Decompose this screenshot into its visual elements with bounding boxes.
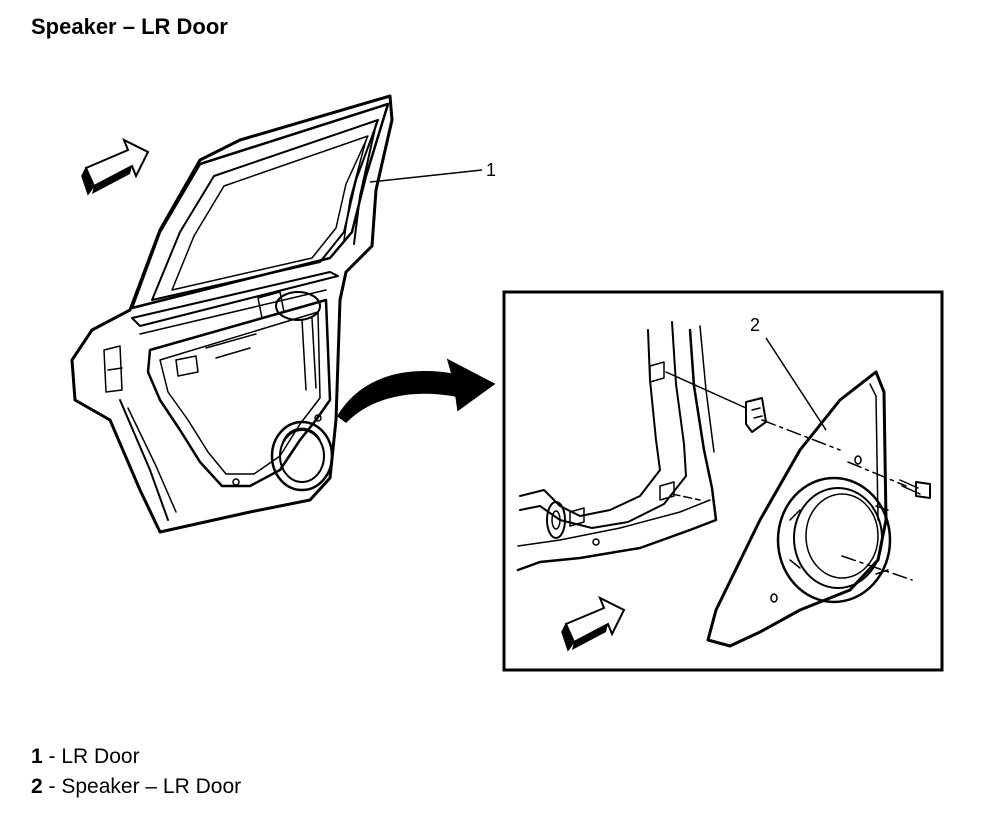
legend-item-label: Speaker – LR Door bbox=[61, 775, 242, 798]
detail-view-arrow-icon bbox=[337, 358, 496, 423]
legend-item-separator: - bbox=[42, 775, 62, 798]
lr-door-drawing bbox=[70, 94, 394, 534]
legend-item: 2 - Speaker – LR Door bbox=[31, 772, 241, 802]
legend-item-number: 1 bbox=[31, 745, 43, 768]
legend-item-separator: - bbox=[42, 745, 62, 768]
diagram-title: Speaker – LR Door bbox=[31, 14, 228, 39]
front-direction-arrow-icon bbox=[561, 595, 626, 652]
callout-2-number: 2 bbox=[750, 315, 760, 335]
callout-1-number: 1 bbox=[486, 160, 496, 180]
callout-legend: 1 - LR Door 2 - Speaker – LR Door bbox=[31, 742, 241, 802]
legend-item-label: LR Door bbox=[61, 745, 140, 768]
callout-1: 1 bbox=[369, 160, 496, 183]
detail-inset-drawing bbox=[516, 321, 931, 648]
legend-item-number: 2 bbox=[31, 775, 43, 798]
callout-2: 2 bbox=[750, 315, 827, 431]
detail-inset-frame bbox=[502, 290, 944, 672]
legend-item: 1 - LR Door bbox=[31, 742, 241, 772]
front-direction-arrow-icon bbox=[81, 137, 150, 196]
